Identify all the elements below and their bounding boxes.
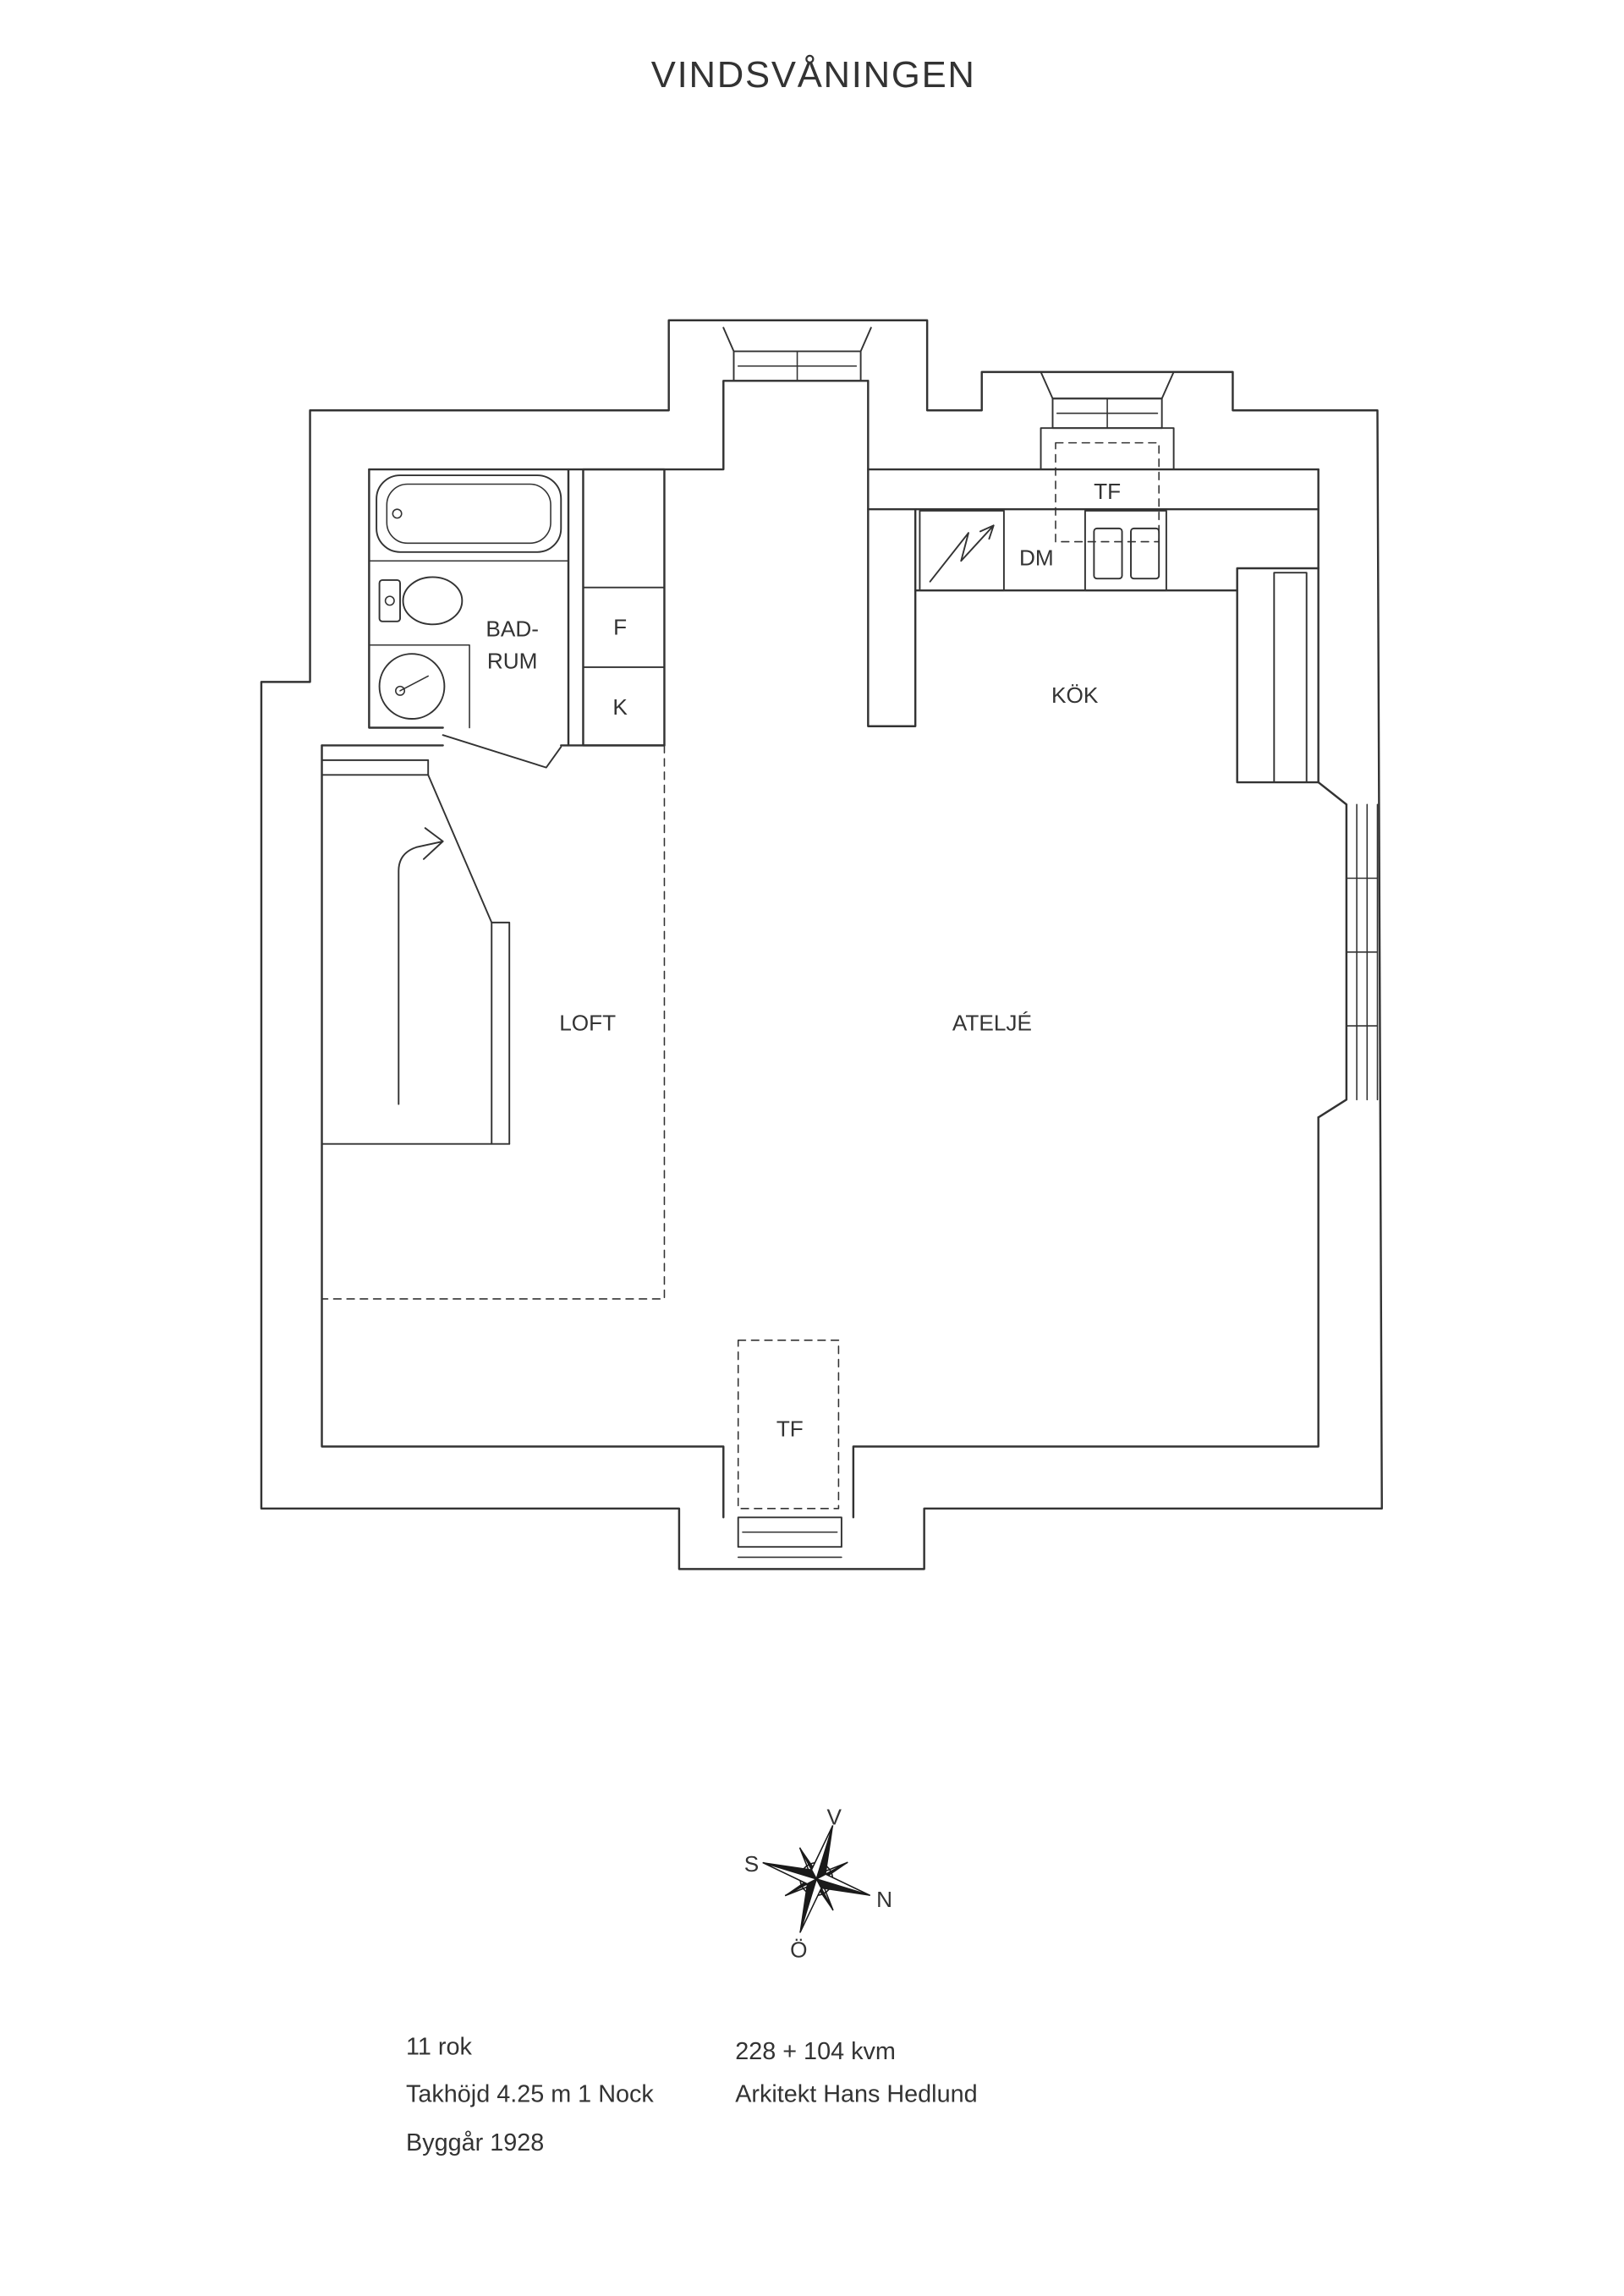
bay-window-mullions (1346, 803, 1379, 1101)
compass-east-label: Ö (790, 1937, 807, 1962)
outer-wall (260, 319, 1383, 1570)
compass-west-label: V (826, 1804, 842, 1829)
bathtub (376, 474, 562, 553)
window-mullions (737, 1531, 842, 1559)
washbasin-drain (395, 685, 406, 696)
kitchen-skylight-outline (1055, 441, 1160, 543)
toilet-bowl (402, 576, 464, 626)
studio-label: ATELJÉ (952, 1010, 1032, 1035)
toilet-tank (378, 578, 401, 622)
kitchen-tall-cabinet (1273, 572, 1308, 784)
loft-label: LOFT (559, 1010, 616, 1035)
studio-skylight-outline (737, 1340, 840, 1510)
dormer-recess (1040, 427, 1175, 471)
stair-arrow-icon (398, 827, 444, 1105)
window-mullions (1056, 397, 1159, 429)
bay-window (1317, 781, 1379, 1119)
bathtub-drain (392, 508, 403, 519)
wardrobes: F K (582, 468, 666, 747)
inner-wall-top-left (368, 380, 870, 471)
compass-south-label: S (744, 1851, 759, 1877)
property-info: 11 rok Takhöjd 4.25 m 1 Nock Byggår 1928… (406, 2034, 978, 2156)
studio-skylight-label: TF (776, 1416, 804, 1441)
dishwasher-label: DM (1019, 545, 1054, 570)
bathtub-inner (386, 483, 551, 545)
info-ceiling-height: Takhöjd 4.25 m 1 Nock (406, 2080, 654, 2107)
bay-window-splay (1317, 781, 1348, 1119)
dormer-window-top-right (1040, 370, 1175, 471)
sink-basin-left (1093, 527, 1123, 580)
bathroom-door (442, 734, 562, 769)
sink-niche (368, 644, 470, 729)
studio: ATELJÉ TF (737, 1010, 1032, 1510)
plan-title: VINDSVÅNINGEN (651, 54, 976, 96)
info-area: 228 + 104 kvm (735, 2038, 896, 2065)
wardrobe-f-label: F (613, 615, 627, 640)
info-year-built: Byggår 1928 (406, 2129, 544, 2156)
inner-wall-bottom-right (852, 1116, 1320, 1519)
window-frame (737, 1516, 842, 1548)
compass-north-label: N (876, 1887, 892, 1912)
bathroom-label-line1: BAD- (486, 616, 539, 641)
window-mullions (737, 350, 858, 382)
wardrobe-k-label: K (612, 694, 628, 720)
compass-star-icon (762, 1825, 871, 1933)
washbasin (378, 653, 446, 720)
stair-diagonal (427, 774, 493, 923)
stair-rail (491, 921, 511, 1145)
bathroom-label-line2: RUM (487, 649, 538, 674)
sink-basin-right (1130, 527, 1160, 580)
bathroom: BAD- RUM (368, 468, 570, 769)
kitchen: TF DM KÖK (914, 441, 1320, 784)
info-rooms: 11 rok (406, 2034, 472, 2061)
wardrobe-dividers (582, 586, 666, 668)
floor-plan: TF DM KÖK (260, 319, 1383, 1570)
info-architect: Arkitekt Hans Hedlund (735, 2080, 977, 2107)
washbasin-tap (399, 675, 429, 692)
dormer-window-top-left (722, 326, 872, 382)
toilet-button (384, 595, 395, 606)
kitchen-label: KÖK (1051, 682, 1099, 708)
dormer-splay (1040, 370, 1175, 400)
stove-lightning-icon (929, 524, 995, 583)
kitchen-skylight-label: TF (1094, 479, 1121, 504)
dormer-splay (722, 326, 872, 353)
loft: LOFT (321, 744, 666, 1300)
compass-rose: V S N Ö (744, 1804, 892, 1962)
dormer-window-bottom (737, 1516, 842, 1559)
bathroom-walls (368, 468, 570, 747)
kitchen-left-counter (867, 380, 917, 727)
stair-top (321, 759, 430, 776)
inner-wall-left-bottom (321, 744, 725, 1519)
